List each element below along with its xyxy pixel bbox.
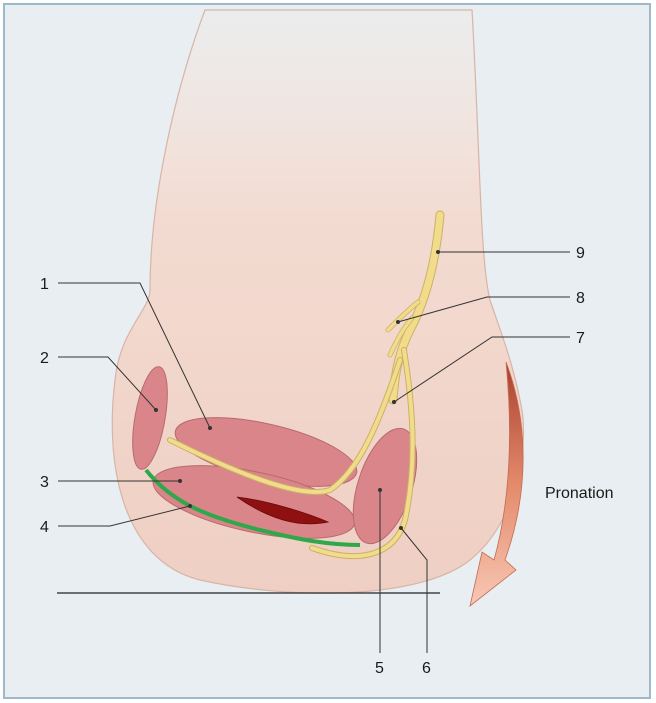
label-3: 3 xyxy=(40,474,49,491)
label-2: 2 xyxy=(40,350,49,367)
label-7: 7 xyxy=(576,330,585,347)
label-8: 8 xyxy=(576,290,585,307)
label-4: 4 xyxy=(40,519,49,536)
label-1: 1 xyxy=(40,276,49,293)
label-5: 5 xyxy=(375,660,384,677)
label-9: 9 xyxy=(576,245,585,262)
label-6: 6 xyxy=(422,660,431,677)
pronation-label: Pronation xyxy=(545,485,614,502)
